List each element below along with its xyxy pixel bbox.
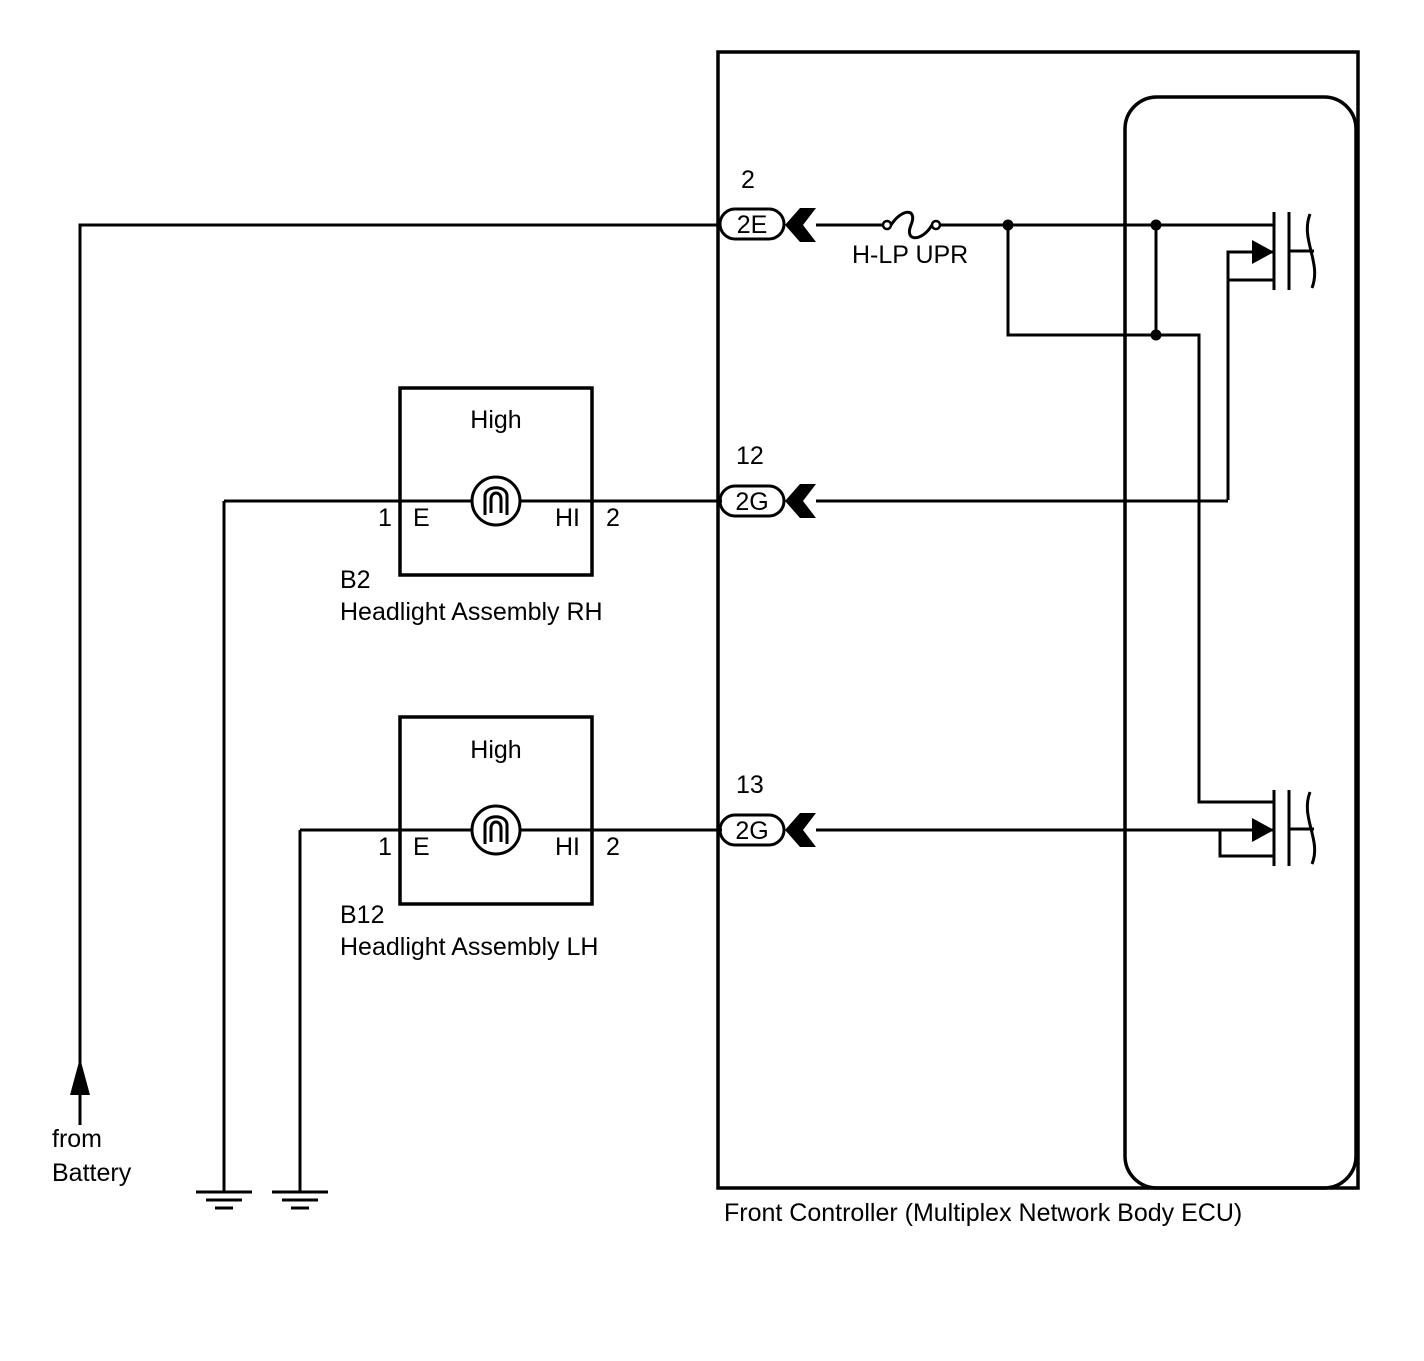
ground-rh (196, 501, 252, 1210)
connector-code: 2E (737, 211, 768, 239)
ecu-box (716, 50, 1360, 1190)
headlight-assembly-rh: High 1 E HI 2 B2 Headlight Assembly RH (224, 386, 722, 626)
mosfet-icon (1218, 790, 1317, 866)
headlight-name: Headlight Assembly LH (340, 933, 598, 961)
junction-dot-icon (1002, 219, 1014, 231)
headlight-code: B12 (340, 901, 384, 929)
ecu-inner-module (1123, 95, 1358, 1190)
connector-arrow-icon (785, 484, 816, 518)
connector-code: 2G (735, 817, 768, 845)
connector-pin-number: 13 (736, 771, 764, 799)
fuse-terminal-right (930, 219, 942, 231)
connector-2e: 2 2E (718, 166, 816, 242)
headlight-name: Headlight Assembly RH (340, 598, 603, 626)
internal-power-bus (940, 219, 1274, 804)
connector-pin-number: 12 (736, 442, 764, 470)
battery-feed: from Battery (52, 223, 722, 1187)
ground-icon (196, 1190, 252, 1210)
connector-arrow-icon (785, 813, 816, 847)
bulb-icon (470, 804, 522, 856)
terminal-right: HI (555, 504, 580, 532)
headlight-assembly-lh: High 1 E HI 2 B12 Headlight Assembly LH (300, 715, 722, 961)
battery-label-line2: Battery (52, 1159, 132, 1187)
connector-2g-pin-12: 12 2G (718, 442, 1228, 518)
terminal-right: HI (555, 833, 580, 861)
pin-right: 2 (606, 833, 620, 861)
terminal-left: E (413, 833, 430, 861)
fuse-terminal-left (881, 219, 893, 231)
connector-arrow-icon (785, 208, 816, 242)
headlight-title: High (470, 736, 521, 764)
junction-dot-icon (1150, 219, 1162, 231)
connector-icon (718, 207, 786, 241)
headlight-box (398, 386, 594, 577)
terminal-left: E (413, 504, 430, 532)
headlight-box (398, 715, 594, 906)
arrow-up-icon (70, 1058, 90, 1095)
ground-lh (272, 830, 328, 1210)
connector-code: 2G (735, 488, 768, 516)
battery-label-line1: from (52, 1125, 102, 1153)
pin-left: 1 (378, 833, 392, 861)
mosfet-icon (1226, 212, 1317, 500)
headlight-code: B2 (340, 566, 371, 594)
headlight-title: High (470, 406, 521, 434)
ground-icon (272, 1190, 328, 1210)
junction-dot-icon (1150, 329, 1162, 341)
bulb-icon (470, 475, 522, 527)
fuse-label: H-LP UPR (852, 241, 968, 269)
connector-pin-number: 2 (741, 166, 755, 194)
connector-2g-pin-13: 13 2G (718, 771, 1220, 847)
ecu-name: Front Controller (Multiplex Network Body… (724, 1199, 1242, 1227)
pin-left: 1 (378, 504, 392, 532)
pin-right: 2 (606, 504, 620, 532)
fuse-h-lp-upr: H-LP UPR (816, 210, 968, 269)
fuse-icon (889, 210, 934, 240)
